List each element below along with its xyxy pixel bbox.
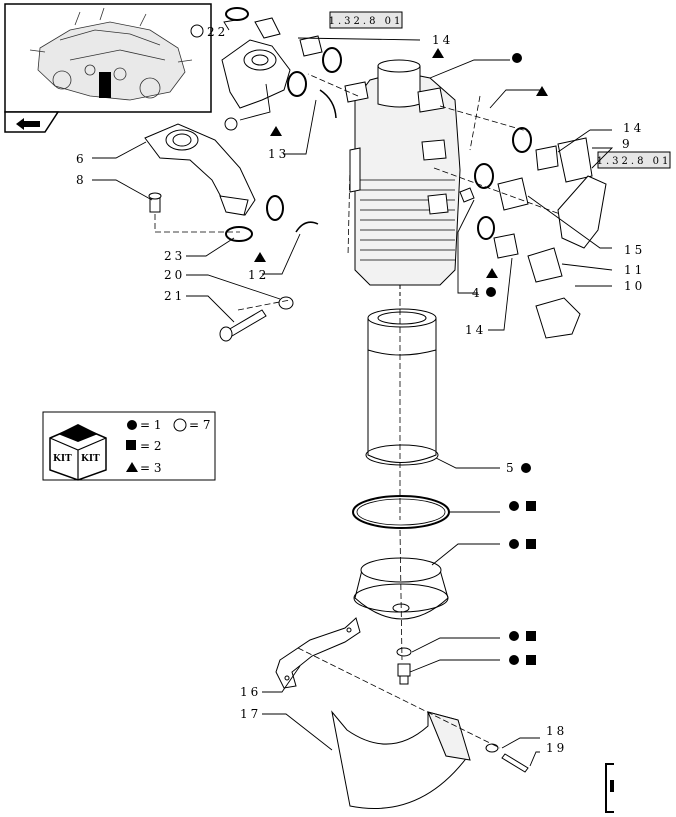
legend-filled-circle (127, 420, 137, 430)
filled-circle-symbol (512, 53, 522, 63)
tractor-thumbnail-icon (29, 7, 193, 101)
callout-12: 12 (248, 268, 269, 282)
triangle-symbol (486, 268, 498, 278)
callout-5: 5 (506, 461, 517, 475)
reference-text-top: 1.32.8 01 (329, 16, 404, 27)
callout-14-bottom: 14 (465, 323, 486, 337)
callout-8: 8 (76, 173, 87, 187)
screw-washer-18-19 (485, 743, 529, 773)
filled-circle-symbol (521, 463, 531, 473)
tee-fitting (221, 17, 291, 109)
legend-open-circle-text: = 7 (189, 418, 211, 432)
filled-circle-symbol (486, 287, 496, 297)
location-marker (99, 72, 111, 98)
legend-open-circle (173, 418, 187, 432)
bolt-21 (219, 309, 267, 342)
triangle-symbol (536, 86, 548, 96)
legend-square-text: = 2 (140, 439, 162, 453)
assembly-lines (154, 73, 561, 749)
guard-shield (331, 710, 471, 809)
arrow-back-icon[interactable] (16, 118, 40, 130)
callouts: 22 14 13 6 8 14 9 15 11 10 4 14 23 20 21… (76, 25, 645, 755)
legend-square (126, 440, 136, 450)
open-circle-symbol (190, 24, 204, 38)
triangle-symbol (432, 48, 444, 58)
triangle-symbol (254, 252, 266, 262)
callout-6: 6 (76, 152, 87, 166)
callout-11: 11 (624, 263, 645, 277)
elbow-fitting (144, 123, 256, 216)
leader-lines (92, 19, 614, 767)
drain-washer (396, 647, 412, 657)
callout-9: 9 (622, 137, 633, 151)
drain-plug (397, 663, 411, 685)
callout-21: 21 (164, 289, 185, 303)
callout-18: 18 (546, 724, 567, 738)
callout-23: 23 (164, 249, 185, 263)
kit-symbols (190, 24, 548, 665)
triangle-symbol (270, 126, 282, 136)
kit-badge-left: KIT (53, 454, 72, 464)
legend-filled-circle-text: = 1 (140, 418, 162, 432)
reference-box-right[interactable]: 1.32.8 01 (597, 151, 672, 169)
callout-15: 15 (624, 243, 645, 257)
kit-box-icon: KIT KIT (49, 424, 107, 481)
kit-badge-right: KIT (81, 454, 100, 464)
callout-17: 17 (240, 707, 261, 721)
washer-20 (278, 296, 294, 310)
filter-housing (344, 59, 461, 300)
right-fittings (299, 35, 607, 339)
kit-legend: KIT KIT = 1 = 7 = 2 = 3 (42, 411, 216, 481)
callout-4: 4 (472, 286, 483, 300)
callout-14-right: 14 (623, 121, 644, 135)
mounting-bracket (275, 617, 361, 689)
open-circle-symbol (224, 117, 238, 131)
reference-text-right: 1.32.8 01 (597, 156, 672, 167)
page-marker (605, 763, 614, 813)
o-rings-top (225, 7, 532, 242)
legend-triangle-text: = 3 (140, 461, 162, 475)
callout-10: 10 (624, 279, 645, 293)
callout-22: 22 (207, 25, 228, 39)
locator-thumbnail (4, 3, 212, 133)
screw-8 (148, 192, 162, 213)
callout-20: 20 (164, 268, 185, 282)
callout-19: 19 (546, 741, 567, 755)
seal-ring (352, 495, 450, 529)
reference-box-top[interactable]: 1.32.8 01 (329, 11, 404, 29)
callout-14-top: 14 (432, 33, 453, 47)
callout-13: 13 (268, 147, 289, 161)
callout-16: 16 (240, 685, 261, 699)
legend-triangle (126, 462, 138, 472)
filter-element (365, 308, 439, 466)
